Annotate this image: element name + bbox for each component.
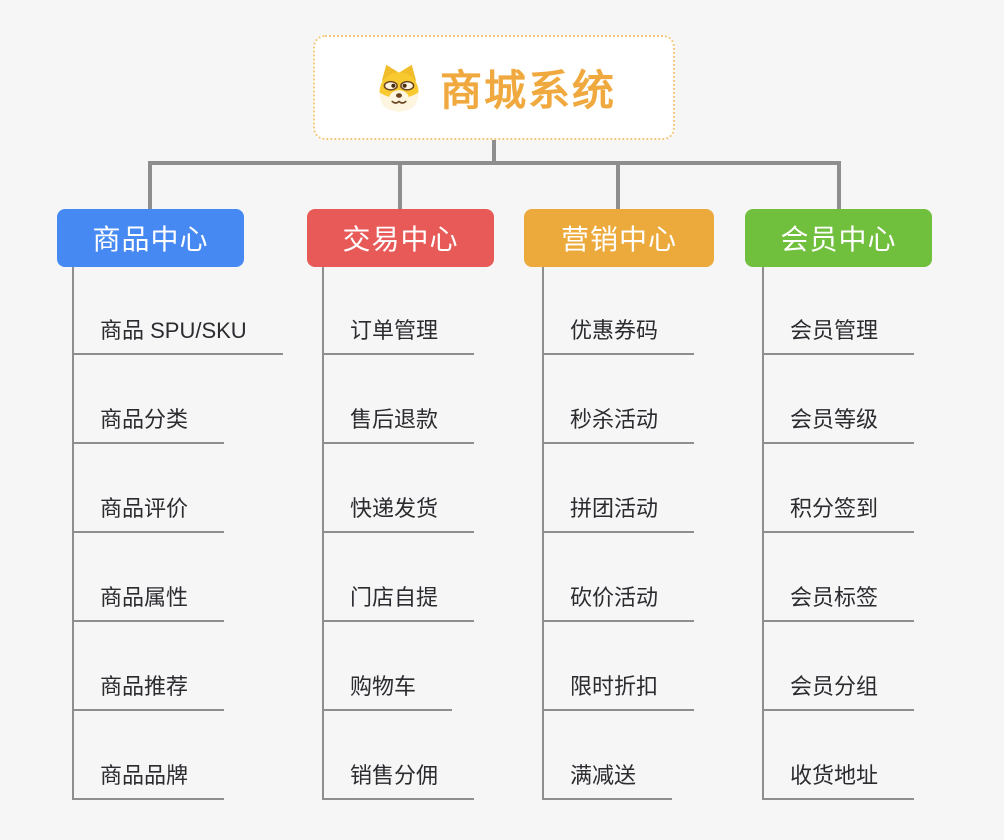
branch-trunk-line [762,267,764,800]
branch-node-product-center[interactable]: 商品中心 [57,209,244,267]
leaf-item[interactable]: 会员标签 [762,583,915,622]
leaf-item[interactable]: 门店自提 [322,583,475,622]
root-node[interactable]: 商城系统 [313,35,675,140]
connector-drop [837,161,841,209]
leaf-item[interactable]: 订单管理 [322,316,475,355]
leaf-item[interactable]: 会员等级 [762,405,915,444]
leaf-item[interactable]: 拼团活动 [542,494,695,533]
leaf-item[interactable]: 商品推荐 [72,672,225,711]
root-title: 商城系统 [439,67,616,114]
leaf-item[interactable]: 会员管理 [762,316,915,355]
leaf-item[interactable]: 满减送 [542,761,673,800]
leaf-item[interactable]: 销售分佣 [322,761,475,800]
branch-node-trade-center[interactable]: 交易中心 [307,209,494,267]
leaf-item[interactable]: 商品品牌 [72,761,225,800]
branch-trunk-line [72,267,74,800]
leaf-item[interactable]: 积分签到 [762,494,915,533]
connector-drop [148,161,152,209]
leaf-item[interactable]: 优惠券码 [542,316,695,355]
leaf-item[interactable]: 秒杀活动 [542,405,695,444]
leaf-item[interactable]: 会员分组 [762,672,915,711]
leaf-item[interactable]: 砍价活动 [542,583,695,622]
branch-node-member-center[interactable]: 会员中心 [745,209,932,267]
leaf-item[interactable]: 限时折扣 [542,672,695,711]
leaf-item[interactable]: 快递发货 [322,494,475,533]
shiba-dog-icon [379,64,419,111]
leaf-item[interactable]: 售后退款 [322,405,475,444]
connector-drop [616,161,620,209]
leaf-item[interactable]: 商品 SPU/SKU [72,316,283,355]
leaf-item[interactable]: 商品评价 [72,494,225,533]
leaf-item[interactable]: 收货地址 [762,761,915,800]
connector-rail [148,161,841,165]
connector-root-stub [492,140,496,163]
leaf-item[interactable]: 商品分类 [72,405,225,444]
branch-trunk-line [322,267,324,800]
leaf-item[interactable]: 商品属性 [72,583,225,622]
connector-drop [398,161,402,209]
leaf-item[interactable]: 购物车 [322,672,453,711]
branch-node-marketing-center[interactable]: 营销中心 [524,209,714,267]
branch-trunk-line [542,267,544,800]
